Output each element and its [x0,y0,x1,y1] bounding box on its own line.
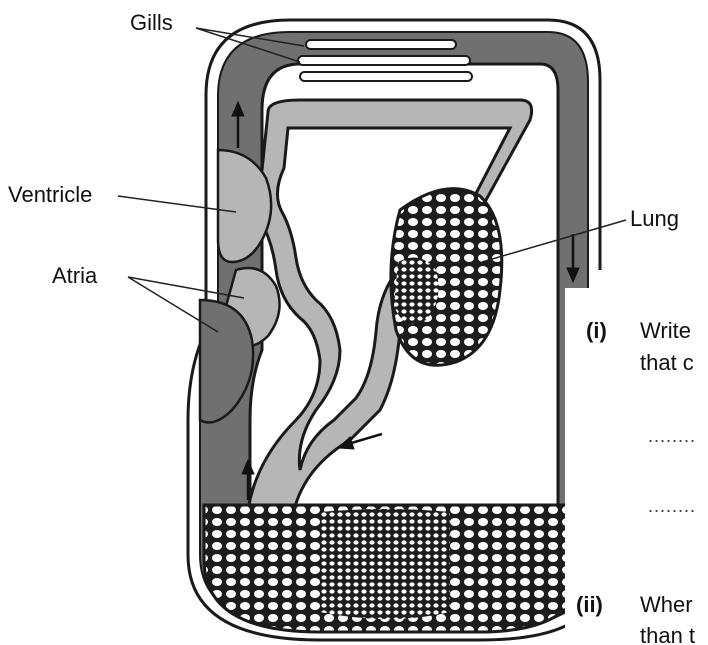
question-i-line-2: that c [640,350,694,375]
question-panel: (i) Write that c ........ ........ (ii) … [565,270,708,645]
question-ii-line-1: Wher [640,592,693,617]
label-lung: Lung [630,206,679,231]
question-i-marker: (i) [586,318,607,343]
question-i-line-1: Write [640,318,691,343]
label-atria: Atria [52,263,98,288]
label-gills: Gills [130,10,173,35]
question-ii-marker: (ii) [576,592,603,617]
body-capillaries [204,505,586,632]
gill-filaments [298,40,472,81]
question-ii-line-2: than t [640,623,695,645]
answer-line-1: ........ [648,426,696,446]
answer-line-2: ........ [648,496,696,516]
lung-capillaries [391,189,502,366]
label-ventricle: Ventricle [8,182,92,207]
